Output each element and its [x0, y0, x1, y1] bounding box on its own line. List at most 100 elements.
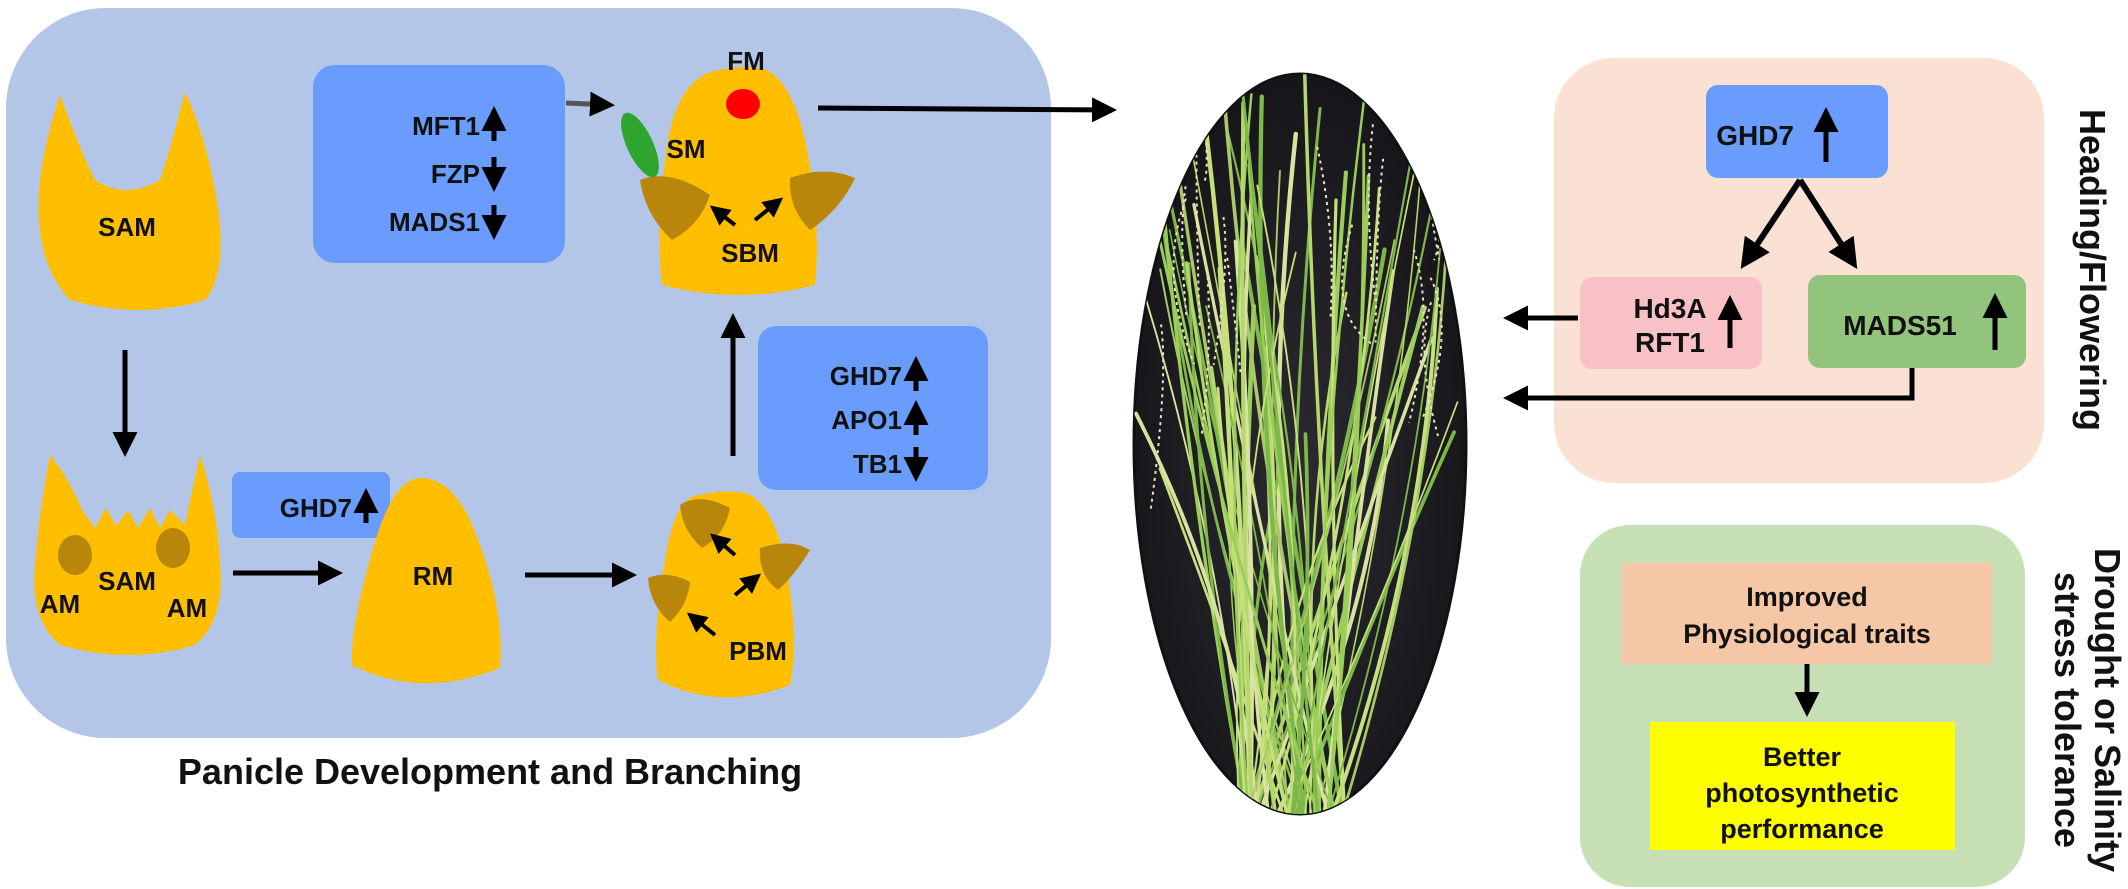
rice-panicle	[1149, 324, 1165, 511]
rice-leaf	[1247, 162, 1340, 814]
sam-top-meristem: SAM	[38, 92, 221, 310]
plant-leaves	[1134, 74, 1459, 814]
rice-plant-photo	[1132, 72, 1468, 816]
rice-leaf	[1336, 219, 1450, 814]
photo-line3: performance	[1720, 814, 1884, 844]
hd3a-box	[1580, 277, 1762, 369]
gene-box-small: GHD7	[232, 472, 390, 538]
gene-box-small-bg	[232, 472, 390, 538]
rice-leaf	[1240, 239, 1396, 814]
rice-panicle	[1408, 249, 1425, 424]
hd3a-line1: Hd3A	[1633, 293, 1706, 324]
rice-leaf	[1322, 248, 1441, 814]
ghd7-box	[1706, 85, 1888, 178]
sbm-shape	[659, 66, 818, 295]
rice-leaf	[1216, 386, 1293, 814]
arrow-ghd7-to-hd3a	[1740, 178, 1803, 269]
mads51-label: MADS51	[1843, 310, 1957, 341]
rice-leaf	[1288, 304, 1425, 814]
ghd7-label: GHD7	[1716, 120, 1794, 151]
rice-leaf	[1155, 225, 1325, 814]
arrow-box-to-sbm	[565, 91, 615, 117]
traits-line1: Improved	[1746, 582, 1868, 612]
rice-leaf	[1205, 305, 1304, 814]
pbm-meristem: PBM	[648, 491, 810, 698]
gene-label: FZP	[431, 159, 480, 189]
rm-shape	[351, 478, 501, 684]
sbm-bract-right	[789, 171, 855, 230]
sm-leaf	[621, 112, 659, 178]
pbm-bract-3	[648, 574, 690, 622]
sam-top-shape	[38, 92, 221, 310]
rice-panicle	[1200, 276, 1210, 438]
fm-label: FM	[727, 46, 765, 76]
gene-box-right-bg	[758, 326, 988, 490]
gene-label: GHD7	[280, 493, 352, 523]
hd3a-line2: RFT1	[1635, 327, 1705, 358]
rice-leaf	[1239, 74, 1322, 814]
rice-leaf	[1288, 432, 1310, 814]
rice-leaf	[1220, 74, 1341, 814]
rice-panicle	[1374, 158, 1385, 343]
photo-line1: Better	[1763, 742, 1842, 772]
sbm-meristem: FM SM SBM	[621, 46, 855, 295]
mads51-box	[1808, 275, 2026, 368]
rice-panicle	[1226, 257, 1242, 376]
gene-label: MFT1	[412, 111, 480, 141]
rice-panicle	[1212, 216, 1227, 366]
sam-mid-label: SAM	[98, 566, 156, 596]
gene-label: APO1	[831, 405, 902, 435]
rice-leaf	[1187, 262, 1251, 814]
pbm-label: PBM	[729, 636, 787, 666]
rice-leaf	[1313, 74, 1370, 814]
arrow-sbm-to-plant	[817, 97, 1117, 123]
arrow-ghd7-to-mads51	[1797, 178, 1858, 270]
gene-label: MADS1	[389, 207, 480, 237]
heading-panel-title: Heading/Flowering	[2072, 109, 2113, 431]
fm-dot	[726, 89, 760, 119]
pbm-inner-arrow-1	[709, 533, 737, 557]
panicle-panel-title: Panicle Development and Branching	[178, 751, 802, 792]
rm-label: RM	[413, 561, 453, 591]
rice-panicle	[1144, 117, 1167, 230]
drought-title-line1: Drought or Salinity	[2087, 548, 2128, 872]
rice-leaf	[1251, 336, 1434, 814]
sam-top-label: SAM	[98, 212, 156, 242]
pbm-inner-arrow-2	[733, 573, 762, 597]
sm-label: SM	[667, 134, 706, 164]
traits-box	[1622, 563, 1992, 664]
gene-box-small-list: GHD7	[280, 488, 379, 523]
sbm-label: SBM	[721, 238, 779, 268]
rm-meristem: RM	[351, 478, 501, 684]
rice-leaf	[1324, 286, 1439, 814]
rice-panicle	[1316, 146, 1333, 317]
sbm-inner-arrow-right	[753, 197, 784, 222]
photo-line2: photosynthetic	[1705, 778, 1899, 808]
am-left-label: AM	[40, 589, 80, 619]
rice-panicle	[1421, 277, 1443, 419]
rice-panicle	[1195, 154, 1201, 327]
arrow-mads51-to-plant	[1503, 368, 1915, 411]
panicle-development-panel: SAM SAM AM AM GHD7 RM	[6, 8, 1117, 738]
rice-panicle	[1196, 74, 1208, 185]
drought-title-line2: stress tolerance	[2047, 572, 2088, 848]
sam-am-shape	[34, 455, 221, 655]
drought-panel: Improved Physiological traits Better pho…	[1580, 525, 2025, 887]
traits-line2: Physiological traits	[1683, 619, 1931, 649]
rice-leaf	[1240, 100, 1255, 814]
photo-box	[1650, 722, 1955, 850]
rice-leaf	[1320, 269, 1396, 814]
rice-leaf	[1324, 143, 1366, 814]
am-right-label: AM	[167, 593, 207, 623]
rice-leaf	[1331, 198, 1348, 814]
am-left-bud	[58, 535, 92, 575]
pbm-bract-1	[680, 499, 730, 548]
heading-panel-bg	[1554, 58, 2044, 483]
sam-am-meristem: SAM AM AM	[34, 455, 221, 655]
gene-label: GHD7	[830, 361, 902, 391]
